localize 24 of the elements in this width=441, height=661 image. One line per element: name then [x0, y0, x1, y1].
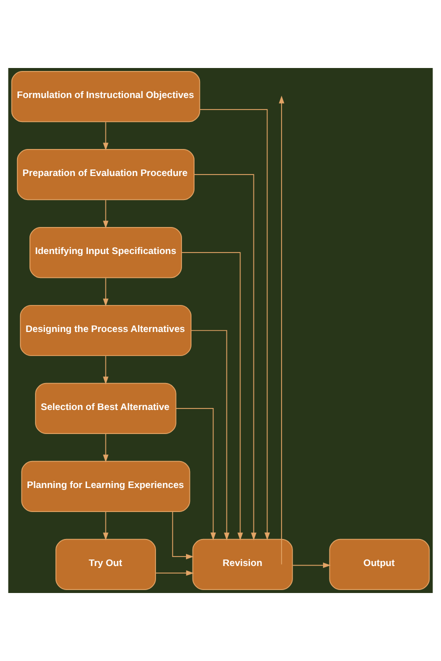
- node-box: Output: [329, 538, 430, 590]
- node-box: Revision: [192, 538, 293, 590]
- arrow: [175, 408, 216, 540]
- arrow: [278, 96, 284, 565]
- arrow: [102, 278, 108, 306]
- arrow: [181, 252, 243, 540]
- arrow: [199, 109, 270, 540]
- node-box: Preparation of Evaluation Procedure: [16, 149, 194, 200]
- arrow: [102, 356, 108, 384]
- arrow: [155, 570, 194, 576]
- arrow: [194, 174, 256, 540]
- node-box: Try Out: [55, 538, 156, 590]
- arrow: [102, 434, 108, 462]
- arrow: [102, 200, 108, 229]
- arrow: [102, 122, 108, 151]
- node-box: Selection of Best Alternative: [35, 382, 176, 434]
- node-box: Designing the Process Alternatives: [20, 304, 192, 356]
- arrow: [172, 511, 194, 560]
- node-box: Planning for Learning Experiences: [21, 460, 190, 512]
- node-box: Formulation of Instructional Objectives: [11, 71, 200, 122]
- arrow: [190, 330, 230, 540]
- arrow: [102, 512, 108, 540]
- arrow: [292, 562, 331, 568]
- node-box: Identifying Input Specifications: [29, 226, 182, 278]
